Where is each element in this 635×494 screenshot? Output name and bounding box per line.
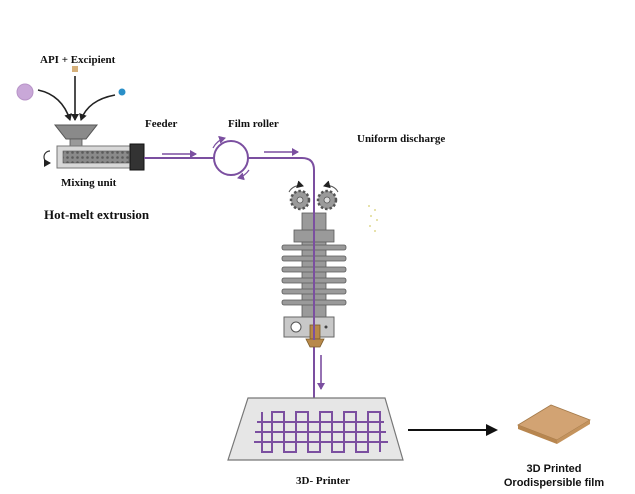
extruder-barrel bbox=[56, 143, 145, 171]
gear-rotation-left-icon bbox=[288, 180, 304, 193]
product-label-line2: Orodispersible film bbox=[504, 477, 604, 489]
rotation-arrow-icon bbox=[43, 150, 51, 167]
nozzle bbox=[305, 338, 325, 348]
uniform-discharge-label: Uniform discharge bbox=[357, 133, 445, 145]
film-roller bbox=[213, 140, 249, 176]
orodispersible-film bbox=[517, 404, 591, 444]
heater-screw-icon bbox=[324, 325, 328, 329]
api-particle-blue bbox=[118, 88, 126, 96]
printer-bed bbox=[227, 397, 404, 461]
gear-rotation-right-icon bbox=[323, 180, 339, 193]
mixing-unit-label: Mixing unit bbox=[61, 177, 117, 189]
discharge-particles bbox=[368, 205, 378, 232]
feed-arrows bbox=[37, 76, 116, 121]
api-excipient-label: API + Excipient bbox=[40, 54, 116, 66]
filament-path bbox=[144, 157, 315, 413]
printed-film-pattern bbox=[254, 411, 388, 453]
api-particle-lilac bbox=[16, 83, 34, 101]
hot-melt-extrusion-label: Hot-melt extrusion bbox=[44, 207, 150, 222]
excipient-particle-tan bbox=[72, 66, 78, 72]
feeder-label: Feeder bbox=[145, 118, 177, 130]
printer-label: 3D- Printer bbox=[296, 475, 350, 487]
drive-gear-left bbox=[289, 189, 311, 211]
product-label-line1: 3D Printed bbox=[526, 463, 581, 475]
roller-rotation-arrow-top-icon bbox=[212, 135, 226, 149]
drive-gear-right bbox=[316, 189, 338, 211]
roller-rotation-arrow-bottom-icon bbox=[237, 169, 250, 181]
film-roller-label: Film roller bbox=[228, 118, 279, 130]
heater-port-icon bbox=[290, 321, 302, 333]
hopper bbox=[53, 124, 99, 147]
